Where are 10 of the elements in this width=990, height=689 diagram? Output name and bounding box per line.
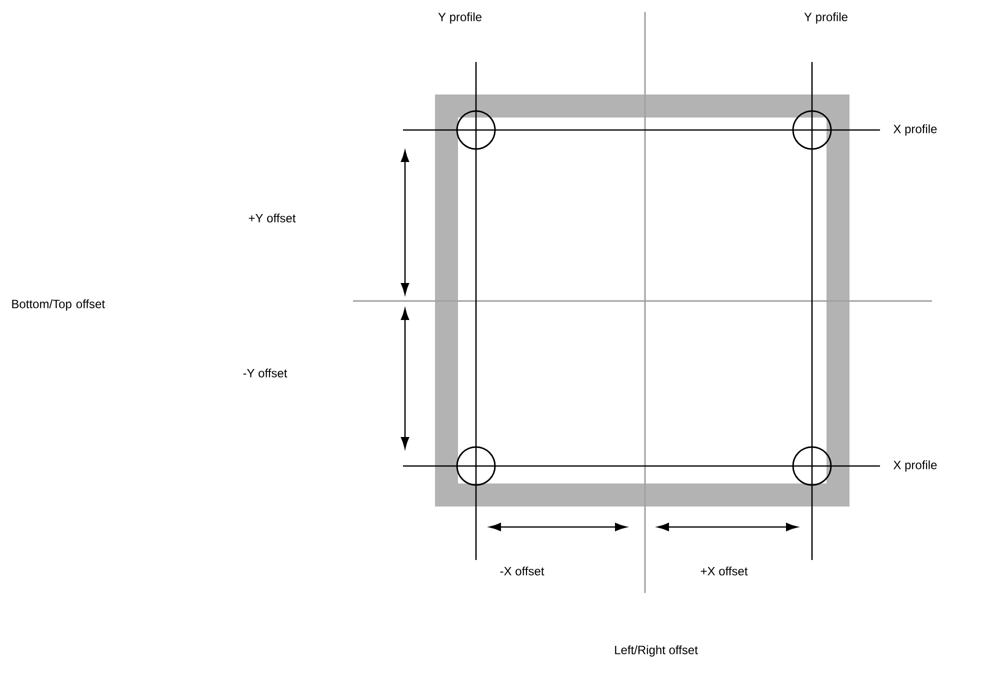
dimension-label: +X offset	[700, 566, 748, 576]
dimension-label: Left/Right offset	[615, 645, 698, 657]
dimension-label: -X offset	[500, 566, 544, 576]
axis-label: Y profile	[804, 12, 848, 24]
axis-label: X profile	[893, 460, 937, 472]
axis-label: X profile	[893, 124, 937, 136]
axis-label: Y profile	[438, 12, 482, 24]
dimension-label: Bottom/Top offset	[12, 299, 105, 311]
dimension-label: +Y offset	[248, 214, 296, 222]
dimension-label: -Y offset	[243, 368, 288, 378]
